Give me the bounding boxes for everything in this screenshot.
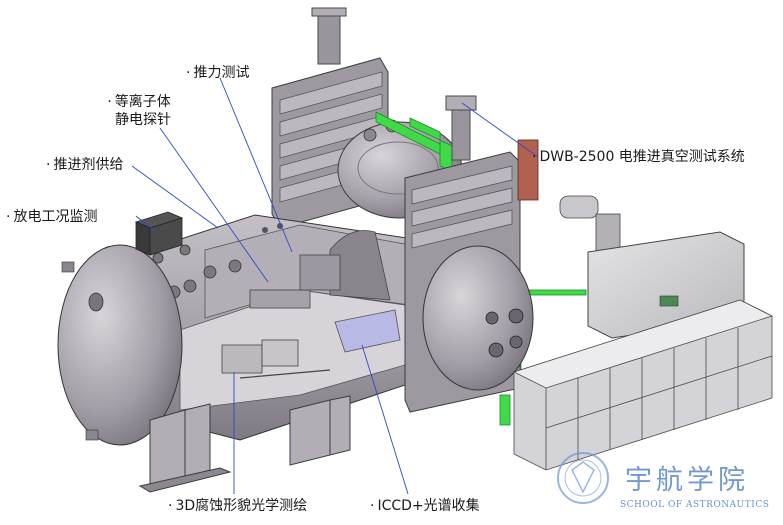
chamber-supports bbox=[138, 395, 351, 493]
label-plasma-probe: ·等离子体 静电探针 bbox=[107, 94, 171, 128]
school-logo bbox=[557, 452, 609, 504]
leader-thrust bbox=[219, 77, 293, 253]
label-discharge-monitor: ·放电工况监测 bbox=[6, 209, 98, 225]
leader-lines bbox=[131, 77, 539, 495]
leader-discharge bbox=[135, 215, 157, 233]
pump-cabinet bbox=[517, 139, 745, 339]
logo-english-name: SCHOOL OF ASTRONAUTICS bbox=[620, 500, 770, 510]
cabinet-array bbox=[512, 299, 774, 471]
leader-probe bbox=[159, 127, 269, 283]
logo-chinese-name: 宇航学院 bbox=[625, 465, 749, 496]
leader-propellant bbox=[131, 165, 219, 229]
leader-system bbox=[461, 102, 539, 158]
logo-seal-icon bbox=[557, 452, 609, 504]
label-system-name: ·DWB-2500 电推进真空测试系统 bbox=[532, 149, 745, 165]
label-3d-corrosion: ·3D腐蚀形貌光学测绘 bbox=[168, 498, 308, 514]
label-thrust-test: ·推力测试 bbox=[186, 65, 250, 81]
discharge-monitor-box bbox=[134, 211, 184, 256]
leader-iccd bbox=[361, 344, 409, 495]
main-chamber-end-dome bbox=[57, 244, 183, 446]
label-propellant-supply: ·推进剂供给 bbox=[46, 157, 124, 173]
label-iccd-spectrum: ·ICCD+光谱收集 bbox=[370, 498, 480, 514]
front-dome bbox=[422, 245, 534, 391]
